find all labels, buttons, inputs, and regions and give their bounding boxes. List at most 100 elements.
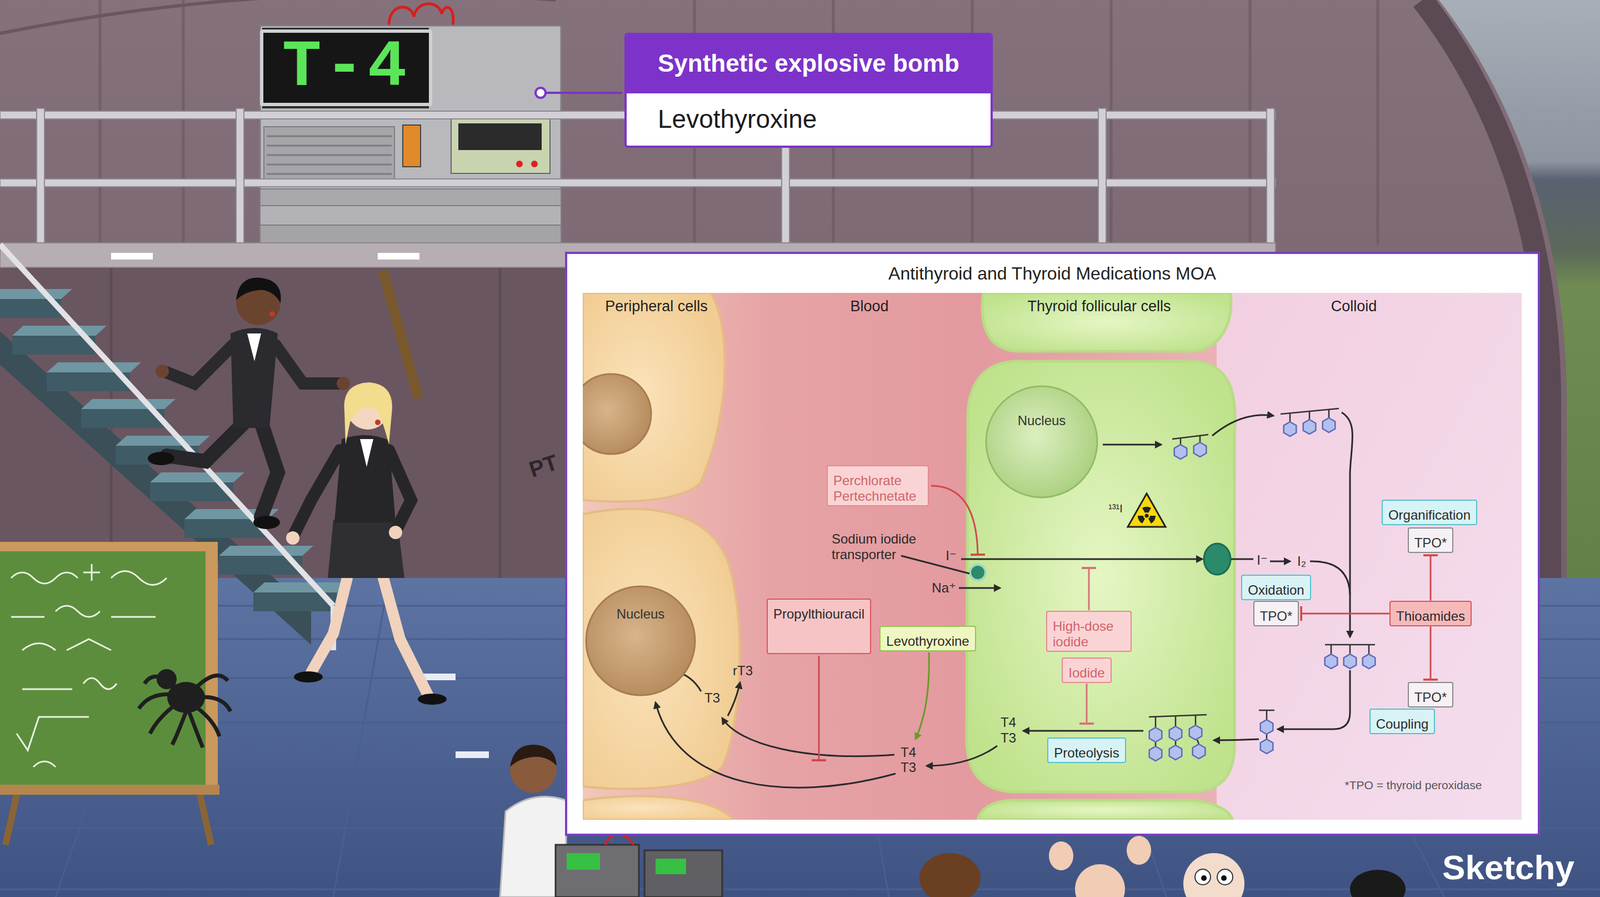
thyroglobulin-chains-part: [1189, 725, 1203, 740]
ion-label: I⁻: [1256, 552, 1268, 568]
bomb-device-part: [260, 225, 562, 245]
drug-box: Propylthiouracil: [766, 598, 872, 654]
running-woman-part: [344, 382, 393, 445]
node-text: TPO*: [1414, 530, 1448, 551]
transport-symbols-part: [1203, 543, 1231, 575]
drug-box: Levothyroxine: [879, 625, 976, 652]
display-screen: T-4: [260, 29, 433, 107]
crowd-part: [919, 852, 981, 897]
thyroglobulin-chains-part: [1322, 417, 1336, 433]
diagram-panel-part-part: [582, 795, 734, 820]
diagram-title: Antithyroid and Thyroid Medications MOA: [888, 263, 1217, 284]
chalkboard-part: [0, 541, 218, 795]
node-text: Coupling: [1376, 711, 1429, 732]
diagram-panel-part-part: [582, 292, 1522, 820]
node-text: Perchlorate Pertechnetate: [833, 467, 923, 504]
isotope-label: ¹³¹I: [1108, 502, 1123, 515]
diagram-panel-part-part: [582, 508, 740, 789]
diagram-panel-part-part: [1216, 292, 1522, 820]
inhibition-lines-part: [915, 652, 929, 739]
chalkboard: [0, 541, 220, 845]
balcony-railing-part: [0, 178, 1276, 187]
thyroglobulin-chains-part: [1343, 653, 1357, 669]
transport-symbols-part: [1145, 513, 1149, 518]
running-man-part: [253, 515, 280, 529]
running-woman-part: [294, 450, 340, 534]
hormone-label: rT3: [732, 662, 753, 679]
crowd-part: [1201, 875, 1207, 881]
crowd-part: [644, 850, 723, 897]
bomb-device-part: [451, 117, 550, 174]
callout-heading: Synthetic explosive bomb: [626, 35, 991, 94]
running-man-part: [166, 344, 234, 384]
crowd-part: [555, 844, 639, 897]
process-box: Coupling: [1369, 708, 1436, 735]
drug-box: Iodide: [1061, 657, 1112, 684]
pathway-arrows-part: [1270, 560, 1290, 563]
process-box: Organification: [1381, 499, 1478, 526]
inhibition-connector: [1430, 626, 1432, 679]
thyroglobulin-chains-part: [1362, 653, 1376, 669]
wall-scrawl: PT: [526, 448, 562, 483]
thyroglobulin-chains-part: [1169, 745, 1183, 760]
inhibition-lines-part: [818, 655, 820, 760]
thyroglobulin-chains: [1148, 408, 1375, 761]
enzyme-box: TPO*: [1253, 600, 1300, 627]
node-text: Propylthiouracil: [773, 601, 865, 622]
hormone-label: T3: [900, 759, 917, 775]
node-text: Iodide: [1068, 660, 1105, 681]
bomb-device-part: [263, 126, 395, 183]
staircase-part: [115, 435, 210, 446]
running-man-part: [247, 333, 262, 362]
inhibition-lines-part: [1086, 683, 1088, 724]
bomb-device-part: [531, 160, 538, 168]
node-text: Thioamides: [1396, 603, 1465, 624]
thyroglobulin-chains-part: [1258, 710, 1275, 739]
pathway-arrows-part: [1212, 415, 1274, 436]
node-text: Nucleus: [984, 407, 1099, 429]
running-woman-part: [383, 577, 428, 695]
crowd-part: [1221, 875, 1227, 881]
enzyme-box: TPO*: [1407, 527, 1454, 554]
pathway-arrows-part: [1310, 561, 1350, 595]
staircase-part: [218, 545, 314, 556]
bomb-device-part: [516, 160, 523, 168]
diagram-panel-part-part: [966, 361, 1235, 792]
crowd-part: [566, 852, 600, 870]
drug-box: Perchlorate Pertechnetate: [826, 465, 929, 507]
staircase-part: [0, 288, 73, 299]
running-man-part: [236, 277, 282, 304]
transport-symbols-part: [1127, 493, 1166, 527]
transport-symbols-part: [970, 564, 986, 580]
running-woman-part: [360, 438, 374, 467]
bomb-device-part: [458, 123, 542, 150]
bomb-device-part: [260, 25, 562, 245]
nucleus-outline: [986, 386, 1098, 498]
callout-box: Synthetic explosive bombLevothyroxine: [624, 32, 993, 148]
node-text: High-dose iodide: [1052, 613, 1125, 649]
node-text: Oxidation: [1247, 577, 1304, 598]
thyroglobulin-chains-part: [1260, 719, 1274, 734]
spider-part: [156, 668, 177, 689]
running-woman-part: [417, 693, 447, 705]
balcony-railing-part: [382, 270, 419, 398]
pathway-arrows-part: [961, 558, 1203, 560]
node-text: Levothyroxine: [886, 628, 969, 649]
thyroglobulin-chains-part: [1149, 746, 1163, 761]
running-man-part: [269, 311, 275, 317]
running-man-part: [275, 344, 339, 384]
hormone-label: T4: [900, 744, 917, 760]
hormone-label: T3: [1000, 730, 1017, 746]
running-man-part: [166, 422, 245, 462]
floor-planks-part: [422, 673, 456, 680]
callout-leader-part: [535, 87, 546, 98]
running-man-part: [155, 364, 169, 378]
ion-label: I₂: [1297, 553, 1307, 569]
pathway-arrows-part: [1231, 558, 1254, 560]
chalkboard-part: [0, 784, 220, 795]
bomb-device-part: [260, 188, 562, 206]
crowd-part: [655, 858, 687, 874]
